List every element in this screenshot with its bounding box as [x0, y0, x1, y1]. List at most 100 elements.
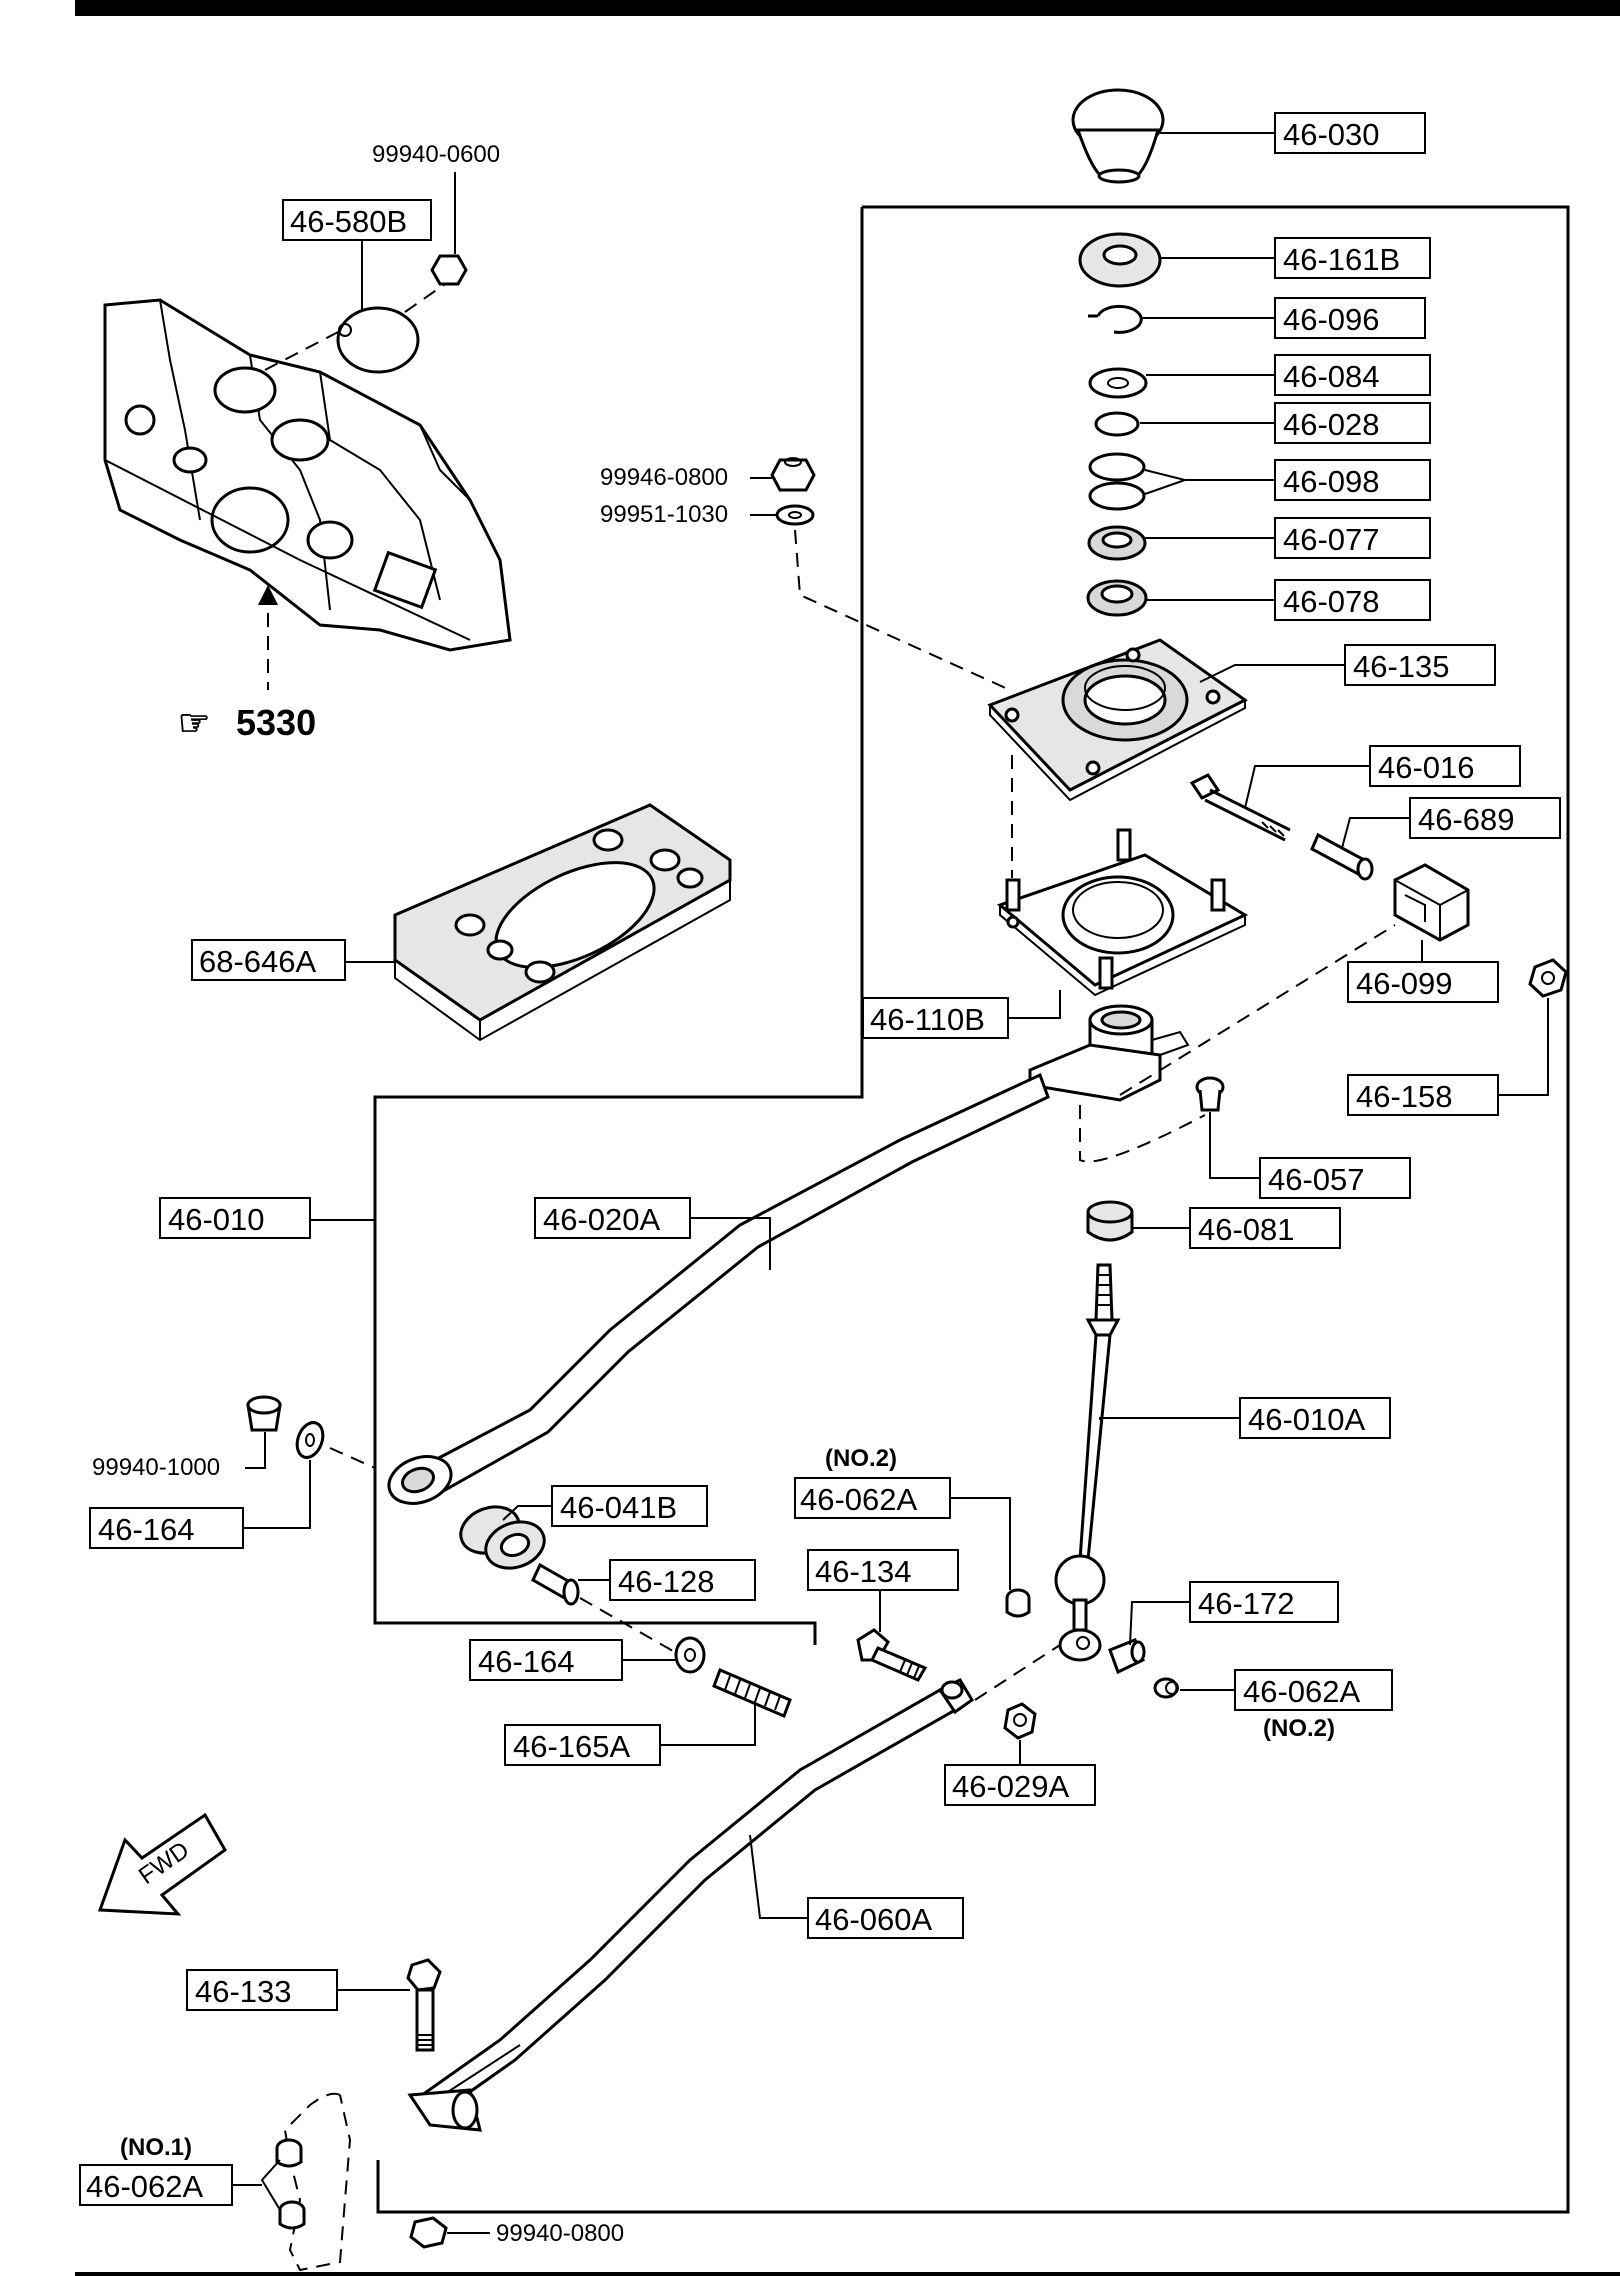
knob-46-030	[1071, 88, 1165, 184]
label-46-084: 46-084	[1283, 359, 1380, 394]
stud-leader	[660, 1705, 756, 1746]
label-46-060A: 46-060A	[815, 1902, 933, 1937]
washer-46-164-lower	[674, 1636, 706, 1674]
rod-leader	[690, 1217, 771, 1270]
label-46-164-upper: 46-164	[98, 1512, 195, 1547]
washer-46-084	[1088, 367, 1148, 399]
label-46-133: 46-133	[195, 1974, 292, 2009]
bush-46-062A-bottom-b	[278, 2200, 306, 2230]
rod-46-060A	[407, 1678, 975, 2132]
label-46-161B: 46-161B	[1283, 242, 1400, 277]
label-46-041B: 46-041B	[560, 1490, 677, 1525]
bushing-46-098-a	[1088, 452, 1146, 482]
label-46-099: 46-099	[1356, 966, 1453, 1001]
label-46-029A: 46-029A	[952, 1769, 1070, 1804]
panel-ref-arrowhead	[258, 585, 278, 605]
nut-99940-1000	[246, 1395, 282, 1432]
assembly-frame	[376, 205, 1570, 2214]
nut-99940-0600	[430, 254, 468, 286]
note-no2-right: (NO.2)	[1263, 1715, 1335, 1742]
bottom-dash-bracket	[283, 2092, 352, 2272]
assembly-frame-left	[373, 207, 864, 1645]
bush062t-leader	[950, 1497, 1011, 1590]
cup-dash	[1119, 924, 1396, 1096]
label-46-028: 46-028	[1283, 407, 1380, 442]
label-46-096: 46-096	[1283, 302, 1380, 337]
plate135-leader	[1199, 664, 1345, 683]
bolt016-leader	[1244, 765, 1370, 809]
label-46-164-lower: 46-164	[478, 1644, 575, 1679]
bolt-99946-0800	[770, 458, 816, 492]
cup-dash-low	[1079, 1105, 1206, 1163]
label-99940-0800: 99940-0800	[496, 2220, 624, 2247]
label-46-062A-right: 46-062A	[1243, 1674, 1361, 1709]
label-46-062A-bottom: 46-062A	[86, 2169, 204, 2204]
pin-46-172	[1108, 1638, 1146, 1675]
nut1000-leader	[245, 1432, 266, 1469]
bush041-leader	[502, 1505, 552, 1521]
bush-46-041B	[459, 1505, 546, 1570]
bush-46-062A-bottom-a	[275, 2138, 303, 2168]
label-46-128: 46-128	[618, 1564, 715, 1599]
nut-dash	[404, 281, 449, 313]
label-46-081: 46-081	[1198, 1212, 1295, 1247]
label-46-134: 46-134	[815, 1554, 912, 1589]
collar-dash	[579, 1597, 681, 1656]
bolt-46-133	[406, 1958, 442, 2052]
rod-46-020A	[387, 1072, 1050, 1505]
stud-46-165A	[712, 1668, 792, 1718]
shift-cup	[1028, 1004, 1190, 1102]
label-46-580B: 46-580B	[290, 204, 407, 239]
label-46-016: 46-016	[1378, 750, 1475, 785]
label-68-646A: 68-646A	[199, 944, 317, 979]
floor-seal-68-646A	[393, 803, 732, 1042]
label-46-135: 46-135	[1353, 649, 1450, 684]
top-border-bar	[75, 0, 1620, 16]
plate-dash	[264, 329, 343, 371]
washer164a-dash	[329, 1447, 376, 1469]
base-46-110B	[997, 828, 1249, 997]
label-46-098: 46-098	[1283, 464, 1380, 499]
bush-46-081	[1086, 1200, 1134, 1242]
base-leader	[1008, 990, 1061, 1019]
lever-leader	[1099, 1417, 1240, 1420]
bolt-46-134	[856, 1628, 928, 1682]
plate-hole	[338, 323, 352, 337]
label-99940-1000: 99940-1000	[92, 1454, 220, 1481]
ref-number: 5330	[236, 702, 316, 743]
label-46-077: 46-077	[1283, 522, 1380, 557]
bolt057-leader	[1209, 1112, 1260, 1179]
block-46-099	[1393, 863, 1470, 942]
oring-46-028	[1094, 411, 1140, 437]
ref-hand-icon: ☞	[178, 702, 210, 743]
bushing-leader	[1144, 469, 1189, 495]
label-46-057: 46-057	[1268, 1162, 1365, 1197]
label-46-165A: 46-165A	[513, 1729, 631, 1764]
washer-99951-1030	[775, 504, 815, 526]
bottom-border-bar	[75, 2272, 1620, 2276]
rod060-leader	[749, 1834, 808, 1919]
washer-46-164-upper	[295, 1421, 325, 1459]
label-boxes: 46-030 46-161B 46-096 46-084 46-028 46-0…	[79, 112, 1561, 2206]
label-46-158: 46-158	[1356, 1079, 1453, 1114]
bolt-46-057	[1195, 1076, 1225, 1112]
label-99951-1030: 99951-1030	[600, 501, 728, 528]
plate-46-580B	[336, 306, 420, 374]
boot-46-161B	[1078, 232, 1162, 288]
pin-leader	[1341, 817, 1410, 849]
bolt-dash	[794, 529, 1011, 691]
label-46-172: 46-172	[1198, 1586, 1295, 1621]
snap-ring-46-096	[1088, 304, 1143, 334]
nut-46-029A	[1003, 1702, 1037, 1740]
pin172-leader	[1129, 1601, 1190, 1646]
label-46-110B: 46-110B	[870, 1002, 985, 1037]
bushing-46-098-b	[1088, 481, 1146, 511]
boot-plate-46-135	[987, 638, 1248, 802]
pin-46-689	[1310, 832, 1374, 881]
nut158-leader	[1497, 998, 1549, 1096]
bolt-46-016	[1189, 773, 1291, 842]
label-99940-0600: 99940-0600	[372, 141, 500, 168]
bush-46-062A-top	[1005, 1588, 1031, 1618]
bush062b-leader	[260, 2159, 281, 2211]
